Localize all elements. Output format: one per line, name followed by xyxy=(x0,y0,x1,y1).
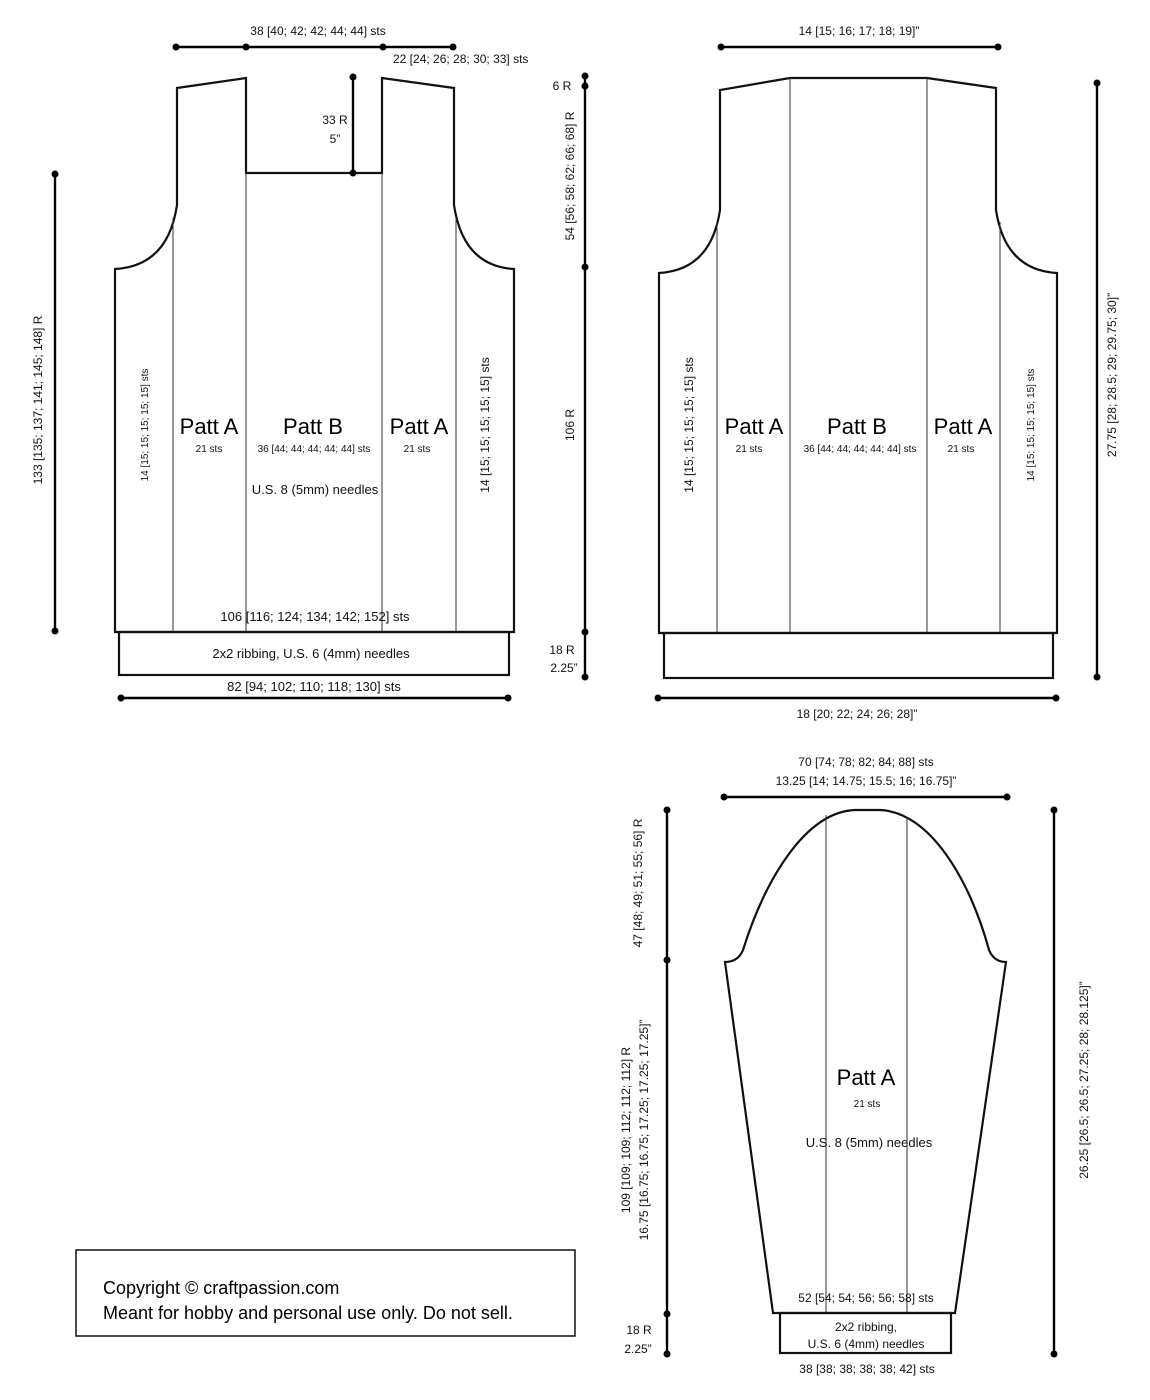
dimension-dot xyxy=(51,627,59,635)
back-side-sts-left: 14 [15; 15; 15; 15; 15] sts xyxy=(682,357,696,492)
back-side-sts-right: 14 [15; 15; 15; 15; 15] sts xyxy=(1026,369,1037,482)
dimension-dot xyxy=(581,263,589,271)
dimension-dot xyxy=(581,82,589,90)
dimension-dot xyxy=(449,43,457,51)
back-patt-a-right: Patt A xyxy=(934,414,993,439)
sleeve-piece: 70 [74; 78; 82; 84; 88] sts 13.25 [14; 1… xyxy=(619,755,1091,1376)
dimension-dot xyxy=(663,806,671,814)
dimension-dot xyxy=(663,956,671,964)
back-piece: 14 [15; 16; 17; 18; 19]” 6 R 54 [56; 58;… xyxy=(549,24,1119,721)
dimension-dot xyxy=(51,170,59,178)
front-shoulder-width: 22 [24; 26; 28; 30; 33] sts xyxy=(393,52,528,66)
sleeve-body-sts: 52 [54; 54; 56; 56; 58] sts xyxy=(798,1291,933,1305)
dimension-dot xyxy=(349,169,357,177)
copyright-frame xyxy=(75,1249,576,1337)
dimension-dot xyxy=(717,43,725,51)
dimension-dot xyxy=(663,1350,671,1358)
back-patt-b: Patt B xyxy=(827,414,887,439)
front-patt-b-sts: 36 [44; 44; 44; 44; 44] sts xyxy=(258,444,371,455)
front-patt-a-right: Patt A xyxy=(390,414,449,439)
back-ribbing xyxy=(662,631,1055,680)
front-patt-b: Patt B xyxy=(283,414,343,439)
front-patt-a-sts-left: 21 sts xyxy=(196,444,223,455)
dimension-dot xyxy=(1052,694,1060,702)
sleeve-top-sts: 70 [74; 78; 82; 84; 88] sts xyxy=(798,755,933,769)
back-rib-inches: 2.25” xyxy=(550,661,577,675)
sleeve-top-inches: 13.25 [14; 14.75; 15.5; 16; 16.75]” xyxy=(776,774,957,788)
front-side-sts-left: 14 [15; 15; 15; 15; 15] sts xyxy=(140,369,151,482)
front-outline xyxy=(113,76,516,634)
dimension-dot xyxy=(1050,806,1058,814)
back-patt-a-sts-left: 21 sts xyxy=(736,444,763,455)
neck-inches: 5” xyxy=(330,132,341,146)
dimension-dot xyxy=(581,72,589,80)
back-patt-a-sts-right: 21 sts xyxy=(948,444,975,455)
dimension-dot xyxy=(117,694,125,702)
back-top-width: 14 [15; 16; 17; 18; 19]” xyxy=(799,24,920,38)
sleeve-total-length: 26.25 [26.5; 26.5; 27.25; 28; 28.125]” xyxy=(1077,981,1091,1179)
sleeve-cast-on: 38 [38; 38; 38; 38; 42] sts xyxy=(799,1362,934,1376)
back-shoulder-rows: 6 R xyxy=(553,79,572,93)
sleeve-ribbing-line1: 2x2 ribbing, xyxy=(835,1320,897,1334)
sleeve-body-inches: 16.75 [16.75; 16.75; 17.25; 17.25; 17.25… xyxy=(637,1020,651,1241)
front-side-sts-right: 14 [15; 15; 15; 15; 15] sts xyxy=(478,357,492,492)
copyright-line2: Meant for hobby and personal use only. D… xyxy=(103,1303,513,1323)
front-ribbing xyxy=(117,630,511,677)
front-top-width: 38 [40; 42; 42; 44; 44] sts xyxy=(250,24,385,38)
dimension-dot xyxy=(994,43,1002,51)
sleeve-body-rows: 109 [109; 109; 112; 112; 112] R xyxy=(619,1047,633,1213)
front-patt-a-left: Patt A xyxy=(180,414,239,439)
dimension-dot xyxy=(1003,793,1011,801)
front-piece: 38 [40; 42; 42; 44; 44] sts 22 [24; 26; … xyxy=(31,24,528,702)
dimension-dot xyxy=(379,43,387,51)
back-patt-a-left: Patt A xyxy=(725,414,784,439)
back-width: 18 [20; 22; 24; 26; 28]” xyxy=(797,707,918,721)
front-cast-on: 82 [94; 102; 110; 118; 130] sts xyxy=(227,679,401,694)
sleeve-needles: U.S. 8 (5mm) needles xyxy=(806,1135,933,1150)
copyright-line1: Copyright © craftpassion.com xyxy=(103,1278,339,1298)
dimension-dot xyxy=(504,694,512,702)
dimension-dot xyxy=(663,1310,671,1318)
dimension-dot xyxy=(581,673,589,681)
back-total-length: 27.75 [28; 28.5; 29; 29.75; 30]” xyxy=(1105,293,1119,457)
front-needles: U.S. 8 (5mm) needles xyxy=(252,482,379,497)
front-patt-a-sts-right: 21 sts xyxy=(404,444,431,455)
back-outline xyxy=(657,76,1059,635)
dimension-dot xyxy=(242,43,250,51)
front-body-sts: 106 [116; 124; 134; 142; 152] sts xyxy=(220,609,410,624)
dimension-dot xyxy=(172,43,180,51)
dimension-dot xyxy=(654,694,662,702)
back-armhole-rows: 54 [56; 58; 62; 66; 68] R xyxy=(563,111,577,240)
sleeve-rib-rows: 18 R xyxy=(626,1323,652,1337)
sleeve-ribbing xyxy=(778,1311,953,1355)
sleeve-patt-a: Patt A xyxy=(837,1065,896,1090)
front-total-rows: 133 [135; 137; 141; 145; 148] R xyxy=(31,315,45,484)
sleeve-rib-inches: 2.25” xyxy=(624,1342,651,1356)
dimension-dot xyxy=(349,73,357,81)
front-ribbing-label: 2x2 ribbing, U.S. 6 (4mm) needles xyxy=(212,646,410,661)
dimension-dot xyxy=(720,793,728,801)
sleeve-outline xyxy=(723,808,1008,1315)
neck-rows: 33 R xyxy=(322,113,348,127)
dimension-dot xyxy=(1050,1350,1058,1358)
back-rib-rows: 18 R xyxy=(549,643,575,657)
dimension-dot xyxy=(1093,673,1101,681)
dimension-dot xyxy=(581,628,589,636)
sleeve-cap-rows: 47 [48; 49; 51; 55; 56] R xyxy=(631,818,645,947)
back-patt-b-sts: 36 [44; 44; 44; 44; 44] sts xyxy=(804,444,917,455)
sleeve-patt-a-sts: 21 sts xyxy=(854,1099,881,1110)
dimension-dot xyxy=(1093,79,1101,87)
copyright-box: Copyright © craftpassion.com Meant for h… xyxy=(75,1249,576,1337)
back-body-rows: 106 R xyxy=(563,409,577,441)
sleeve-ribbing-line2: U.S. 6 (4mm) needles xyxy=(808,1337,925,1351)
